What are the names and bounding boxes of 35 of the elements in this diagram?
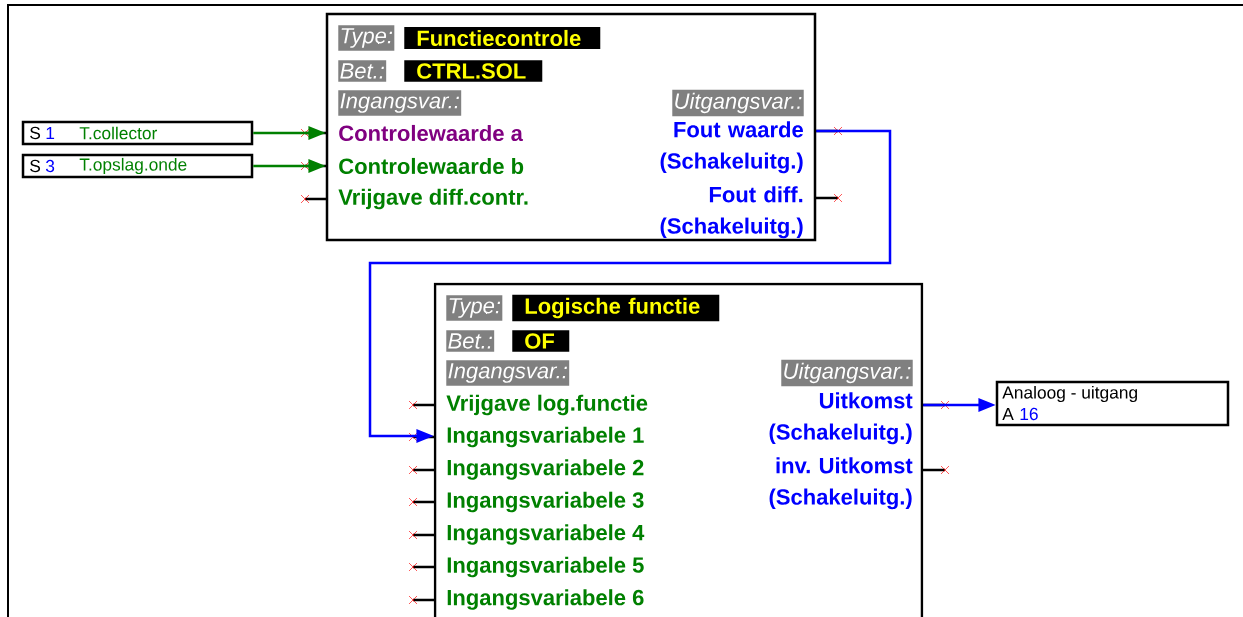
value-field: Logische functie — [512, 294, 720, 322]
input-label: Ingangsvariabele 4 — [447, 524, 645, 545]
output-label: Fout waarde (Schakeluitg.) — [660, 121, 803, 174]
io-label: S — [30, 126, 41, 140]
input-label: Ingangsvariabele 1 — [447, 426, 644, 448]
field-label: Ingangsvar.: — [446, 360, 570, 386]
io-label: 3 — [45, 159, 55, 173]
field-label: Ingangsvar.: — [338, 90, 462, 116]
input-label: Ingangsvariabele 6 — [447, 589, 644, 610]
output-label: Uitkomst (Schakeluitg.) — [769, 392, 913, 445]
input-label: Ingangsvariabele 3 — [447, 491, 644, 513]
input-label: Ingangsvariabele 2 — [447, 459, 644, 480]
value-field: CTRL.SOL — [404, 60, 543, 82]
input-label: Vrijgave diff.contr. — [338, 188, 528, 210]
io-label: Analoog - uitgang — [1002, 385, 1137, 403]
io-label: T.collector — [79, 126, 157, 140]
input-label: Vrijgave log.functie — [446, 394, 648, 416]
io-label: A — [1002, 408, 1014, 420]
input-label: Controlewaarde b — [339, 157, 524, 175]
io-label: S — [30, 159, 41, 173]
input-label: Controlewaarde a — [339, 124, 523, 142]
field-label: Type: — [446, 295, 503, 321]
field-label: Uitgangsvar.: — [672, 89, 804, 117]
field-label: Uitgangsvar.: — [781, 359, 913, 387]
output-label: inv. Uitkomst (Schakeluitg.) — [769, 457, 913, 510]
field-label: Type: — [338, 25, 395, 51]
io-label: 16 — [1020, 407, 1038, 421]
field-label: Bet.: — [338, 60, 387, 82]
input-label: Ingangsvariabele 5 — [447, 556, 644, 578]
io-label: T.opslag.onde — [79, 157, 187, 175]
field-label: Bet.: — [446, 330, 495, 352]
value-field: Functiecontrole — [404, 26, 601, 50]
output-label: Fout diff. (Schakeluitg.) — [660, 186, 803, 239]
value-field: OF — [512, 330, 570, 352]
io-label: 1 — [46, 127, 55, 139]
